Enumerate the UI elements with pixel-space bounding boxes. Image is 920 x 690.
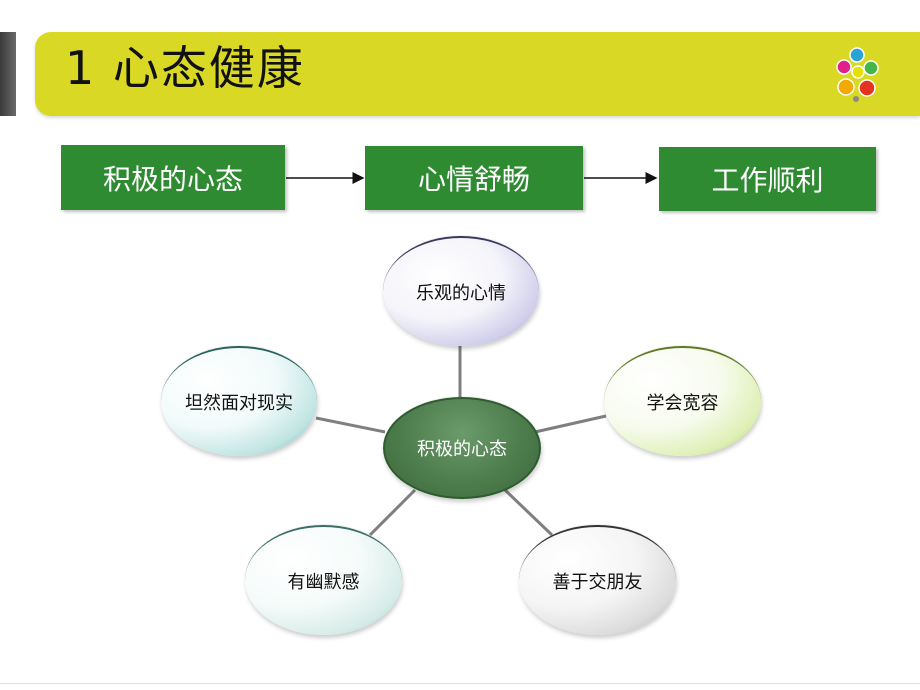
flow-step-smooth-work: 工作顺利 (659, 147, 876, 211)
node-be-tolerant: 学会宽容 (604, 346, 761, 456)
node-good-at-friends: 善于交朋友 (519, 525, 676, 635)
flow-step-positive-attitude: 积极的心态 (61, 145, 285, 210)
spoke-left (315, 416, 386, 434)
node-center-positive-attitude: 积极的心态 (383, 397, 541, 499)
spoke-right (534, 414, 607, 434)
title-banner (35, 32, 920, 116)
node-sense-of-humor: 有幽默感 (245, 525, 402, 635)
node-face-reality: 坦然面对现实 (161, 346, 317, 456)
balloons-logo-icon (836, 47, 879, 102)
spoke-bottom-left (368, 488, 417, 537)
spoke-bottom-right (503, 488, 554, 537)
node-optimistic-mood: 乐观的心情 (383, 236, 539, 346)
flow-step-good-mood: 心情舒畅 (365, 146, 583, 210)
left-accent-bar (0, 32, 16, 116)
page-title: 1 心态健康 (65, 41, 305, 95)
footer-divider (0, 683, 920, 684)
